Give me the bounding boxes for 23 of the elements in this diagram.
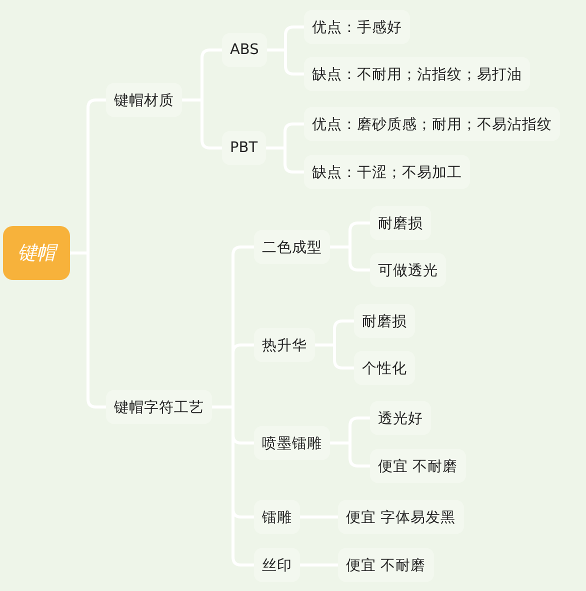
topic-text: 便宜 字体易发黑 (346, 508, 456, 526)
topic-text: 耐磨损 (378, 214, 423, 232)
topic-text: 优点：磨砂质感；耐用；不易沾指纹 (312, 116, 552, 134)
topic-text: 缺点：干涩；不易加工 (312, 164, 462, 182)
topic-text: 键帽材质 (114, 92, 174, 110)
topic-text: 键帽 (18, 240, 56, 266)
topic-text: 个性化 (362, 360, 407, 378)
topic-text: 丝印 (262, 556, 292, 574)
topic-text: 便宜 不耐磨 (346, 556, 426, 574)
topic-text: 键帽字符工艺 (114, 398, 204, 416)
topic-text: 优点：手感好 (312, 18, 402, 36)
topic-text: 镭雕 (262, 508, 292, 526)
topic-text: 便宜 不耐磨 (378, 458, 458, 476)
topic-text: 二色成型 (262, 238, 322, 256)
topic-text: ABS (230, 42, 259, 58)
topic-text: 热升华 (262, 336, 307, 354)
root-topic-box (3, 226, 70, 280)
topic-text: 喷墨镭雕 (262, 434, 322, 452)
topic-text: 可做透光 (378, 262, 438, 280)
topic-text: 透光好 (378, 410, 423, 428)
topic-text: 耐磨损 (362, 312, 407, 330)
topic-text: PBT (230, 140, 258, 156)
topic-text: 缺点：不耐用；沾指纹；易打油 (312, 66, 522, 84)
